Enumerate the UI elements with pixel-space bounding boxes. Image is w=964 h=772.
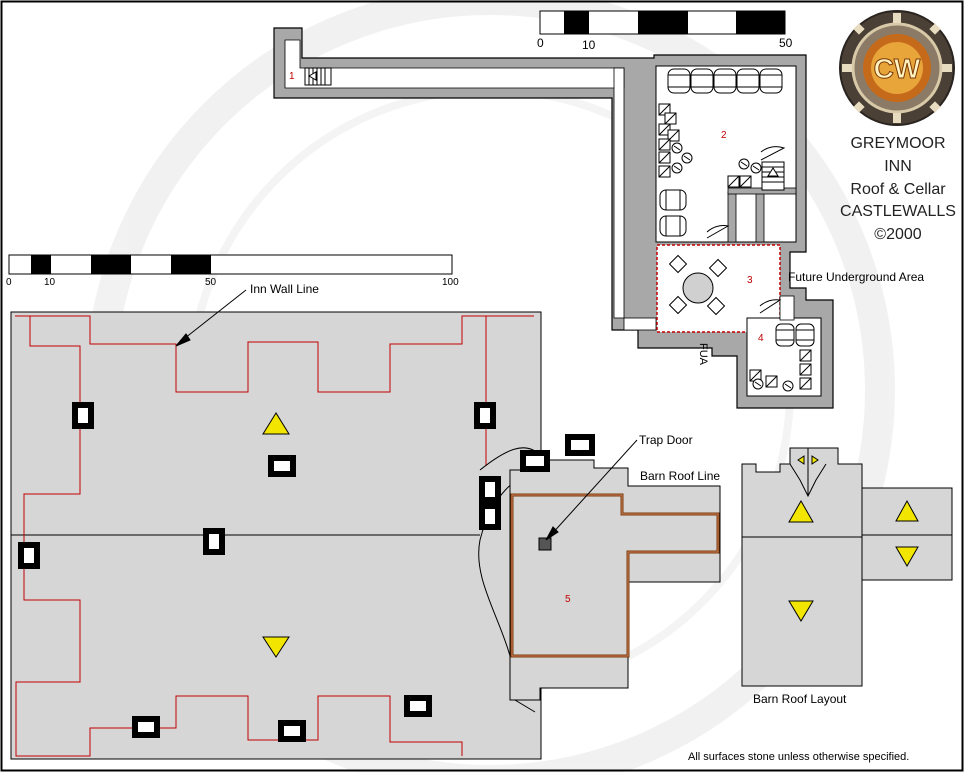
scale-small-tick-0: 0 bbox=[537, 36, 544, 50]
sack-icon bbox=[671, 142, 762, 174]
trap-door-label: Trap Door bbox=[639, 433, 693, 447]
future-underground-area-label: Future Underground Area bbox=[788, 270, 924, 284]
trap-door-icon bbox=[538, 537, 552, 551]
title-line-2: INN bbox=[884, 158, 912, 175]
room-1-label: 1 bbox=[289, 71, 295, 82]
scale-large-tick-50: 50 bbox=[205, 277, 217, 288]
footer-note: All surfaces stone unless otherwise spec… bbox=[688, 751, 909, 763]
scale-large-tick-100: 100 bbox=[442, 277, 459, 288]
door-swing-icon bbox=[706, 146, 786, 314]
crate-icon bbox=[658, 103, 752, 188]
crate-icon bbox=[749, 349, 812, 390]
title-line-1: GREYMOOR bbox=[850, 135, 945, 152]
barn-roof-layout bbox=[741, 447, 953, 687]
scale-large-tick-10: 10 bbox=[44, 277, 56, 288]
title-line-3: Roof & Cellar bbox=[850, 181, 946, 198]
room-4-label: 4 bbox=[758, 333, 764, 344]
roof-slope-up-icon bbox=[262, 412, 290, 435]
roof-slope-down-icon bbox=[788, 600, 814, 622]
inn-roof bbox=[10, 311, 549, 760]
roof-slope-up-icon bbox=[895, 499, 919, 522]
barn-roof-line-label: Barn Roof Line bbox=[640, 469, 720, 483]
room-3-label: 3 bbox=[747, 275, 753, 286]
chair-icon bbox=[668, 254, 728, 316]
title-line-5: ©2000 bbox=[874, 226, 921, 243]
scale-small-tick-50: 50 bbox=[779, 36, 793, 50]
scale-small-tick-10: 10 bbox=[582, 38, 596, 52]
barrel-icon bbox=[775, 323, 815, 347]
barrel-icon bbox=[659, 189, 687, 237]
logo-text: CW bbox=[874, 53, 921, 84]
map-title: GREYMOOR INN Roof & Cellar CASTLEWALLS ©… bbox=[840, 135, 956, 243]
roof-slope-down-icon bbox=[895, 546, 919, 567]
roof-slope-up-icon bbox=[788, 499, 814, 523]
callout-lines bbox=[175, 289, 638, 541]
stairs-icon bbox=[761, 161, 785, 191]
title-line-4: CASTLEWALLS bbox=[840, 203, 956, 220]
scale-bar-small: 0 10 50 bbox=[537, 10, 793, 52]
barn-roof-layout-label: Barn Roof Layout bbox=[753, 692, 847, 706]
fua-label: FUA bbox=[697, 343, 709, 366]
chimney-icon bbox=[18, 402, 595, 742]
barrel-icon bbox=[667, 68, 783, 94]
table-icon bbox=[682, 272, 714, 304]
room-2-label: 2 bbox=[721, 130, 727, 141]
castlewalls-logo: CW bbox=[839, 10, 955, 126]
sack-icon bbox=[752, 378, 794, 392]
roof-slope-down-icon bbox=[262, 636, 290, 658]
room-5-label: 5 bbox=[565, 594, 571, 605]
inn-wall-line-label: Inn Wall Line bbox=[250, 282, 319, 296]
stairs-icon bbox=[304, 67, 332, 86]
roof-slope-left-icon bbox=[797, 455, 805, 465]
scale-large-tick-0: 0 bbox=[6, 277, 12, 288]
scale-bar-large: 0 10 50 100 bbox=[6, 254, 459, 288]
roof-slope-right-icon bbox=[811, 455, 819, 465]
cellar-plan: 1 2 3 4 bbox=[273, 27, 834, 409]
barn-roof: 5 bbox=[509, 459, 721, 701]
